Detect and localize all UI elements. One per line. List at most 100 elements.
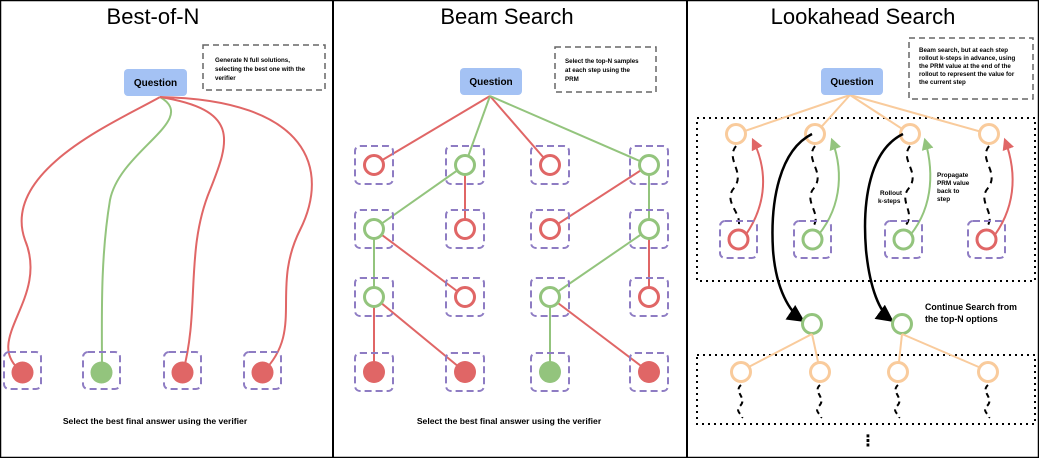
note-line: Beam search, but at each step (919, 47, 1008, 54)
step-box (445, 277, 485, 317)
rollout-path (983, 145, 993, 229)
note-line: the PRM value at the end of the (919, 63, 1011, 70)
step-node-rejected (454, 286, 476, 308)
selected-step-node (801, 313, 823, 335)
candidate-step-node (725, 123, 747, 145)
note-line: Select the top-N samples (565, 58, 639, 65)
final-answer-box (3, 351, 42, 390)
step-node-rejected (363, 154, 385, 176)
rollout-path (816, 384, 823, 419)
rollout-path (984, 384, 991, 419)
final-answer-incorrect (454, 361, 476, 383)
propagate-arrow-green (813, 137, 841, 241)
rollout-end-node-high-value (892, 228, 915, 251)
rollout-end-box (793, 220, 832, 259)
rollout-path (729, 145, 741, 229)
step-box (354, 209, 394, 249)
candidate-step-node (730, 361, 752, 383)
step-box (530, 209, 570, 249)
step-node-selected (638, 154, 660, 176)
note-line: PRM (565, 76, 579, 83)
final-answer-box (243, 351, 282, 390)
candidate-edge (740, 333, 813, 372)
instruction-note: Generate N full solutions, selecting the… (202, 44, 326, 91)
propagate-arrow-green (905, 137, 934, 241)
step-box (354, 145, 394, 185)
step-node-rejected (539, 154, 561, 176)
step-box (530, 277, 570, 317)
final-answer-incorrect (363, 361, 385, 383)
candidate-step-node (804, 123, 826, 145)
continuation-ellipsis: ⋮ (860, 431, 876, 450)
final-answer-incorrect (11, 361, 34, 384)
beam-edge (549, 228, 650, 298)
candidate-step-node (977, 361, 999, 383)
question-node: Question (460, 68, 522, 95)
beam-edge (373, 95, 491, 166)
rollout-path (809, 145, 819, 229)
continue-label: the top-N options (925, 314, 998, 324)
solution-path-red (159, 96, 226, 373)
selection-arrow (863, 132, 904, 323)
solution-path-red (7, 96, 161, 373)
rollout-end-node-low-value (727, 228, 750, 251)
rollout-path (737, 384, 744, 419)
step-node-rejected (638, 286, 660, 308)
final-answer-correct (539, 361, 561, 383)
candidate-step-node (887, 361, 909, 383)
step-box (530, 145, 570, 185)
panel-title: Best-of-N (107, 4, 200, 29)
beam-edge (489, 95, 650, 166)
rollout-path (894, 384, 901, 419)
note-line: verifier (215, 75, 236, 82)
final-answer-incorrect (638, 361, 660, 383)
candidate-edge (735, 94, 851, 135)
panel-beam-search: Beam Search Select the top-N samples at … (354, 4, 669, 426)
beam-edge (489, 95, 551, 166)
rollout-end-node-high-value (801, 228, 824, 251)
note-line: rollout to represent the value for (919, 71, 1015, 78)
panel-best-of-n: Best-of-N Generate N full solutions, sel… (3, 4, 326, 426)
final-answer-box (629, 352, 669, 392)
rollout-label: Rollout (880, 190, 903, 197)
step-box (629, 209, 669, 249)
question-label: Question (830, 77, 873, 88)
step-box (354, 277, 394, 317)
step-node-selected (638, 218, 660, 240)
rollout-end-box (884, 220, 923, 259)
beam-edge (549, 164, 650, 230)
step-node-rejected (454, 218, 476, 240)
rollout-end-box (967, 220, 1006, 259)
rollout-end-box (719, 220, 758, 259)
next-step-region (696, 354, 1036, 425)
step-box (445, 145, 485, 185)
candidate-step-region (696, 117, 1036, 282)
propagate-label: back to (937, 188, 959, 195)
question-label: Question (134, 78, 177, 89)
final-answer-box (445, 352, 485, 392)
note-line: Generate N full solutions, (215, 57, 290, 64)
caption: Select the best final answer using the v… (417, 416, 602, 426)
step-box (629, 145, 669, 185)
instruction-note: Beam search, but at each step rollout k-… (908, 37, 1034, 100)
propagate-label: Propagate (937, 172, 969, 179)
continue-label: Continue Search from (925, 302, 1017, 312)
rollout-end-node-low-value (975, 228, 998, 251)
propagate-arrow-red (990, 137, 1014, 241)
final-answer-box (354, 352, 394, 392)
note-line: at each step using the (565, 67, 631, 74)
solution-path-green (100, 96, 173, 373)
panel-title: Beam Search (440, 4, 573, 29)
panel-lookahead-search: Lookahead Search Beam search, but at eac… (696, 4, 1036, 450)
candidate-edge (901, 333, 989, 372)
final-answer-incorrect (251, 361, 274, 384)
selection-arrow (771, 132, 813, 322)
candidate-step-node (899, 123, 921, 145)
beam-edge (464, 95, 491, 166)
final-answer-box (530, 352, 570, 392)
note-line: the current step (919, 79, 966, 86)
question-node: Question (821, 68, 883, 95)
selected-step-node (891, 313, 913, 335)
